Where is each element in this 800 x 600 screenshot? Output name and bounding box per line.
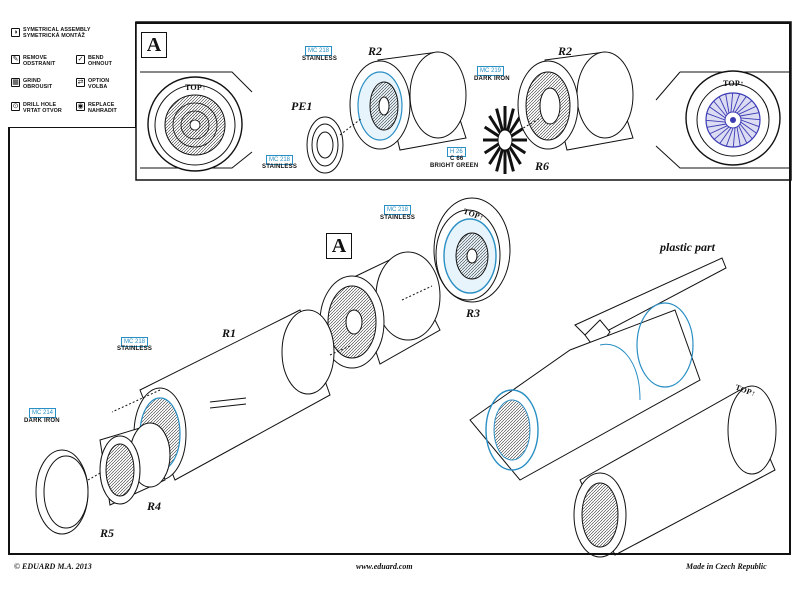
legend-item-grind: GRIND OBROUSIT <box>23 78 52 90</box>
remove-icon: ✎ <box>11 55 20 64</box>
top-marker-right: TOP↑ <box>723 79 744 88</box>
legend-box: ◑ SYMETRICAL ASSEMBLY SYMETRICKÁ MONTÁŽ … <box>8 22 136 128</box>
grind-icon: ▦ <box>11 78 20 87</box>
r2-right-nozzle <box>517 51 634 151</box>
plastic-part-label: plastic part <box>660 240 716 254</box>
paint-name-mc218-r3: STAINLESS <box>380 215 416 221</box>
legend-item-bend: BEND OHNOUT <box>88 55 112 67</box>
part-label-r4: R4 <box>147 499 162 513</box>
main-label-box: A <box>326 233 352 259</box>
paint-name-mc219: DARK IRON <box>474 76 510 82</box>
option-icon: ⇄ <box>76 78 85 87</box>
legend-label: OPTION VOLBA <box>88 78 110 90</box>
top-marker-left: TOP↑ <box>185 83 206 92</box>
legend-label: REPLACE NAHRADIT <box>88 102 117 114</box>
footer-origin: Made in Czech Republic <box>686 562 767 571</box>
footer-website: www.eduard.com <box>356 562 413 571</box>
top-text: TOP <box>185 83 202 92</box>
legend-label: SYMETRICAL ASSEMBLY SYMETRICKÁ MONTÁŽ <box>23 27 91 39</box>
paint-code-mc219: MC 219 <box>477 66 505 76</box>
r6-star <box>483 106 527 174</box>
r4-ring <box>99 422 171 506</box>
part-label-r2-right: R2 <box>558 44 573 58</box>
paint-code-h26: H 26 <box>447 147 466 157</box>
sheet-frame <box>8 22 791 555</box>
paint-code-mc218-r3: MC 218 <box>384 205 412 215</box>
paint-code-mc218-top: MC 218 <box>305 46 333 56</box>
legend-item-symmetric: SYMETRICAL ASSEMBLY SYMETRICKÁ MONTÁŽ <box>23 27 91 39</box>
legend-item-remove: REMOVE ODSTRANIT <box>23 55 55 67</box>
right-zoom-circle <box>655 70 790 169</box>
top-text: TOP <box>723 79 740 88</box>
paint-code-mc214: MC 214 <box>29 408 57 418</box>
legend-label: GRIND OBROUSIT <box>23 78 53 90</box>
paint-code-mc218-pe1: MC 218 <box>266 155 294 165</box>
r3-disk <box>433 197 511 303</box>
paint-name-mc214: DARK IRON <box>24 418 60 424</box>
left-zoom-circle <box>140 71 253 172</box>
part-label-r2-left: R2 <box>368 44 383 58</box>
part-label-r6: R6 <box>535 159 550 173</box>
r2-left-nozzle <box>349 51 467 151</box>
legend-label: BEND OHNOUT <box>88 55 112 67</box>
arrow-up-icon: ↑ <box>201 83 207 92</box>
legend-item-option: OPTION VOLBA <box>88 78 109 90</box>
footer-copyright: © EDUARD M.A. 2013 <box>14 562 92 571</box>
bend-icon: ✓ <box>76 55 85 64</box>
legend-label: DRILL HOLE VRTAT OTVOR <box>23 102 62 114</box>
arrow-up-icon: ↑ <box>739 79 745 88</box>
legend-item-replace: REPLACE NAHRADIT <box>88 102 117 114</box>
pe1-ring <box>306 116 363 174</box>
part-label-r3: R3 <box>466 306 481 320</box>
part-label-r1: R1 <box>222 326 237 340</box>
main-label: A <box>331 234 347 257</box>
drill-hole-icon: ⊙ <box>11 102 20 111</box>
paint-code-mc218-r1: MC 218 <box>121 337 149 347</box>
symmetric-assembly-icon: ◑ <box>11 28 20 37</box>
paint-name-c66: C 66 <box>450 156 464 162</box>
r5-ring <box>35 449 103 535</box>
detail-label: A <box>146 33 162 56</box>
legend-label: REMOVE ODSTRANIT <box>23 55 56 67</box>
plastic-part-assembly <box>469 257 777 558</box>
paint-name-mc218-r1: STAINLESS <box>117 346 153 352</box>
r2-main-nozzle <box>319 251 441 369</box>
legend-item-drill: DRILL HOLE VRTAT OTVOR <box>23 102 62 114</box>
paint-name-mc218-top: STAINLESS <box>302 56 338 62</box>
replace-icon: ◉ <box>76 102 85 111</box>
paint-name-mc218-pe1: STAINLESS <box>262 164 298 170</box>
detail-label-box: A <box>141 32 167 58</box>
part-label-pe1: PE1 <box>291 99 313 113</box>
part-label-r5: R5 <box>100 526 115 540</box>
paint-extra-bright-green: BRIGHT GREEN <box>430 163 479 169</box>
